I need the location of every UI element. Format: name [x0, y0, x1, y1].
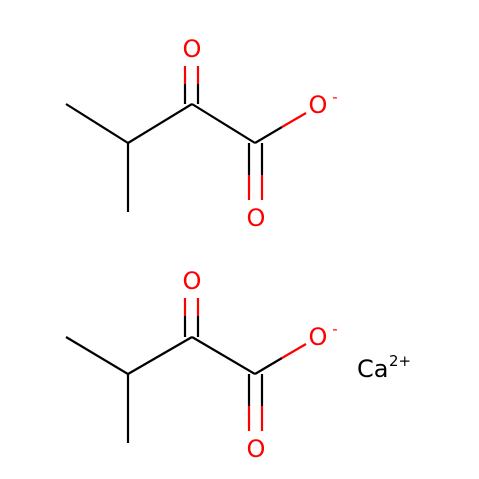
calcium-symbol: Ca	[357, 355, 388, 383]
lower-ketone-oxygen-label: O	[183, 267, 202, 295]
upper-ketone-oxygen-label: O	[183, 35, 202, 63]
bond-carboxyl-single-red	[281, 112, 307, 128]
bond-ch-ketone-carbon	[127, 103, 193, 144]
molecule-upper: O O - O	[65, 35, 338, 232]
bond-ketone-carbon-carboxyl-carbon	[191, 336, 256, 375]
calcium-ion: Ca 2+	[357, 352, 411, 383]
bond-ch-ketone-carbon	[127, 336, 193, 375]
molecule-lower: O O - O	[65, 267, 338, 463]
bond-methyl1-ch	[65, 103, 129, 144]
lower-carboxylate-charge-label: -	[332, 320, 337, 338]
lower-carbonyl-oxygen-label: O	[247, 435, 266, 463]
bond-carboxyl-single-red	[281, 343, 307, 359]
bond-carboxyl-single-black	[254, 126, 283, 144]
lower-carboxylate-oxygen-label: O	[309, 323, 328, 351]
upper-carboxylate-charge-label: -	[332, 88, 337, 106]
bond-ketone-carbon-carboxyl-carbon	[191, 103, 256, 144]
upper-carbonyl-oxygen-label: O	[247, 204, 266, 232]
bond-carboxyl-single-black	[254, 357, 283, 375]
calcium-charge: 2+	[389, 352, 411, 370]
upper-carboxylate-oxygen-label: O	[309, 91, 328, 119]
bond-methyl1-ch	[65, 336, 129, 375]
